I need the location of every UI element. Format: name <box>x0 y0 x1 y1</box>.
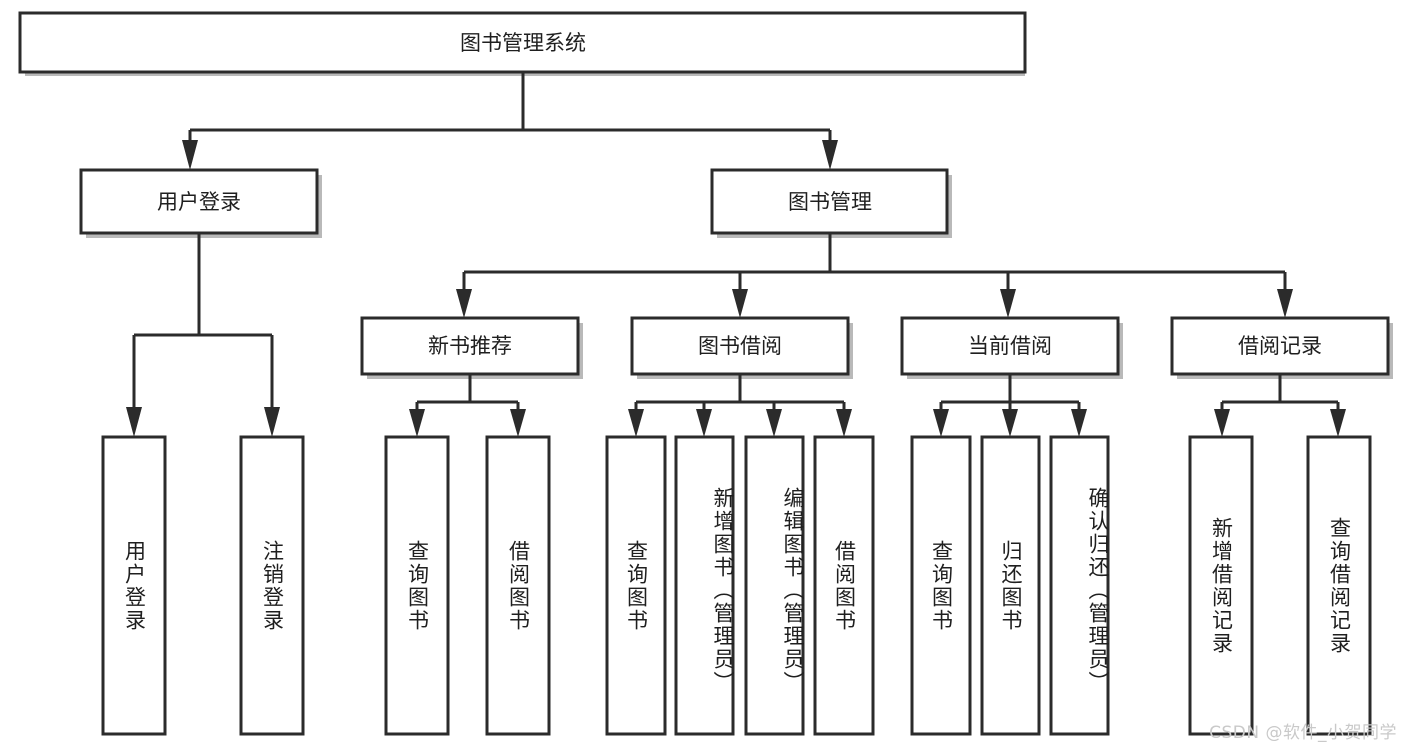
node-label-leaf-bookborrow-3: 借阅图书 <box>832 539 857 632</box>
arrow-leaf-cb-confirm <box>1071 409 1087 437</box>
node-label-leaf-newbook-0: 查询图书 <box>405 539 430 632</box>
node-label-leaf-record-1: 查询借阅记录 <box>1327 516 1352 655</box>
node-box-book-manage[interactable] <box>710 168 949 235</box>
arrow-leaf-logout <box>264 407 280 437</box>
arrow-to-user-login <box>182 140 198 170</box>
arrow-to-book-borrow <box>732 289 748 318</box>
node-label-leaf-newbook-1: 借阅图书 <box>506 539 531 632</box>
arrow-leaf-br-query <box>1330 409 1346 437</box>
arrow-leaf-bb-add <box>696 409 712 437</box>
arrow-to-current-borrow <box>1000 289 1016 318</box>
node-box-leaf-bookborrow-0[interactable] <box>605 435 667 736</box>
node-label-leaf-bookborrow-0: 查询图书 <box>624 539 649 632</box>
node-label-root: 图书管理系统 <box>460 31 586 55</box>
node-label-leaf-bookborrow-2: 编辑图书（管理员） <box>781 487 805 694</box>
node-label-borrow-record: 借阅记录 <box>1238 334 1322 358</box>
node-box-leaf-record-0[interactable] <box>1188 435 1254 736</box>
arrow-leaf-bb-edit <box>766 409 782 437</box>
node-label-current-borrow: 当前借阅 <box>968 334 1052 358</box>
node-box-leaf-newbook-0[interactable] <box>384 435 450 736</box>
arrow-to-borrow-record <box>1277 289 1293 318</box>
node-box-leaf-record-1[interactable] <box>1306 435 1372 736</box>
node-label-user-login: 用户登录 <box>157 190 241 214</box>
node-box-current-borrow[interactable] <box>900 316 1120 376</box>
arrow-leaf-bb-query <box>628 409 644 437</box>
node-box-root[interactable] <box>18 11 1027 74</box>
node-label-leaf-bookborrow-1: 新增图书（管理员） <box>711 487 735 694</box>
node-box-leaf-bookborrow-3[interactable] <box>813 435 875 736</box>
node-label-leaf-currentborrow-0: 查询图书 <box>929 539 954 632</box>
node-box-new-book-rec[interactable] <box>360 316 580 376</box>
node-label-leaf-currentborrow-1: 归还图书 <box>999 539 1023 632</box>
node-label-book-borrow: 图书借阅 <box>698 334 782 358</box>
node-label-leaf-login-1: 注销登录 <box>260 539 285 632</box>
node-box-book-borrow[interactable] <box>630 316 850 376</box>
node-box-leaf-bookborrow-1[interactable] <box>674 435 735 736</box>
arrow-to-book-manage <box>822 140 838 170</box>
node-label-leaf-login-0: 用户登录 <box>122 539 147 632</box>
node-label-leaf-record-0: 新增借阅记录 <box>1209 516 1234 655</box>
node-box-user-login[interactable] <box>79 168 319 235</box>
node-label-leaf-currentborrow-2: 确认归还（管理员） <box>1086 487 1110 694</box>
node-label-new-book-rec: 新书推荐 <box>428 334 512 358</box>
arrow-leaf-cb-return <box>1002 409 1018 437</box>
node-box-leaf-currentborrow-0[interactable] <box>910 435 972 736</box>
arrow-leaf-user-login <box>126 407 142 437</box>
node-box-leaf-newbook-1[interactable] <box>485 435 551 736</box>
csdn-watermark: CSDN @软件_小贺同学 <box>1209 723 1397 743</box>
arrow-leaf-cb-query <box>933 409 949 437</box>
node-label-book-manage: 图书管理 <box>788 190 872 214</box>
node-box-leaf-login-1[interactable] <box>239 435 305 736</box>
arrow-leaf-nb-query <box>409 409 425 437</box>
arrow-leaf-br-add <box>1214 409 1230 437</box>
arrow-leaf-bb-borrow <box>836 409 852 437</box>
node-box-leaf-currentborrow-1[interactable] <box>980 435 1041 736</box>
node-box-leaf-bookborrow-2[interactable] <box>744 435 805 736</box>
node-box-leaf-login-0[interactable] <box>101 435 167 736</box>
arrow-to-new-book <box>456 289 472 318</box>
arrow-leaf-nb-borrow <box>510 409 526 437</box>
node-box-borrow-record[interactable] <box>1170 316 1390 376</box>
node-box-leaf-currentborrow-2[interactable] <box>1049 435 1110 736</box>
